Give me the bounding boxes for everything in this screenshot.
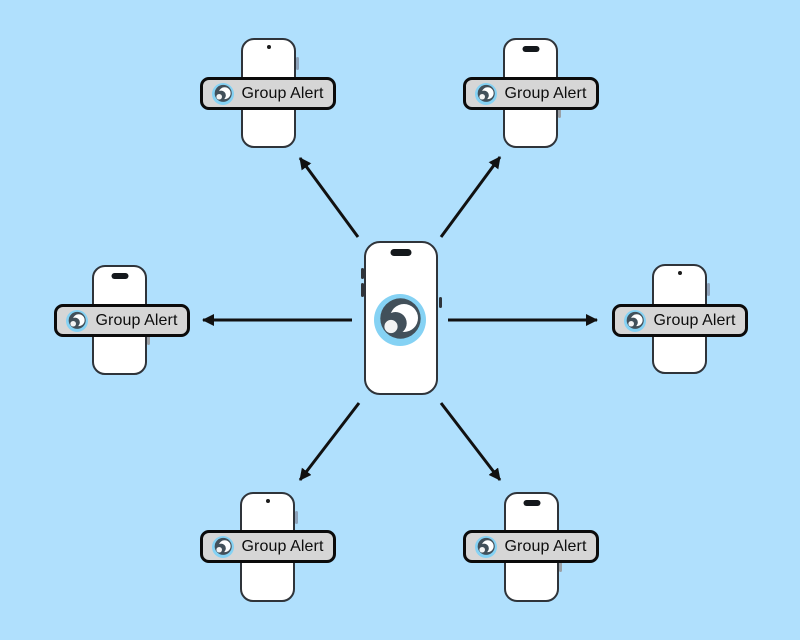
power-button — [559, 558, 562, 572]
group-alert-logo-icon — [66, 310, 88, 332]
power-button — [294, 511, 298, 524]
notification-banner-bottom-right: Group Alert — [463, 530, 599, 563]
notification-banner-top-right: Group Alert — [463, 77, 599, 110]
arrow-center-to-bottom-right — [439, 402, 502, 481]
arrow-center-to-top-right — [439, 156, 502, 238]
notification-banner-left: Group Alert — [54, 304, 190, 337]
notification-label: Group Alert — [95, 311, 178, 329]
power-button — [147, 331, 150, 345]
notification-label: Group Alert — [504, 84, 587, 102]
group-alert-logo-icon — [212, 83, 234, 105]
dynamic-island-notch — [111, 273, 128, 279]
phone-center-sender — [360, 241, 442, 395]
notification-label: Group Alert — [241, 537, 324, 555]
volume-down-button — [360, 283, 364, 297]
arrow-center-to-bottom-left — [298, 402, 361, 481]
power-button — [706, 283, 710, 296]
group-alert-logo-icon — [475, 83, 497, 105]
power-button — [438, 297, 442, 308]
dynamic-island-notch — [522, 46, 539, 52]
notification-label: Group Alert — [653, 311, 736, 329]
volume-up-button — [360, 268, 364, 279]
notification-banner-right: Group Alert — [612, 304, 748, 337]
group-alert-logo-icon — [475, 536, 497, 558]
notification-banner-top-left: Group Alert — [200, 77, 336, 110]
punch-hole-camera — [265, 499, 270, 503]
power-button — [295, 57, 299, 70]
group-alert-logo-icon — [624, 310, 646, 332]
dynamic-island-notch — [523, 500, 540, 506]
punch-hole-camera — [677, 271, 682, 275]
group-alert-logo — [374, 294, 426, 346]
notification-banner-bottom-left: Group Alert — [200, 530, 336, 563]
notification-label: Group Alert — [241, 84, 324, 102]
arrow-center-to-top-left — [298, 157, 360, 238]
punch-hole-camera — [266, 45, 271, 49]
group-alert-logo-icon — [212, 536, 234, 558]
notification-label: Group Alert — [504, 537, 587, 555]
dynamic-island-notch — [390, 249, 412, 256]
power-button — [558, 104, 561, 118]
